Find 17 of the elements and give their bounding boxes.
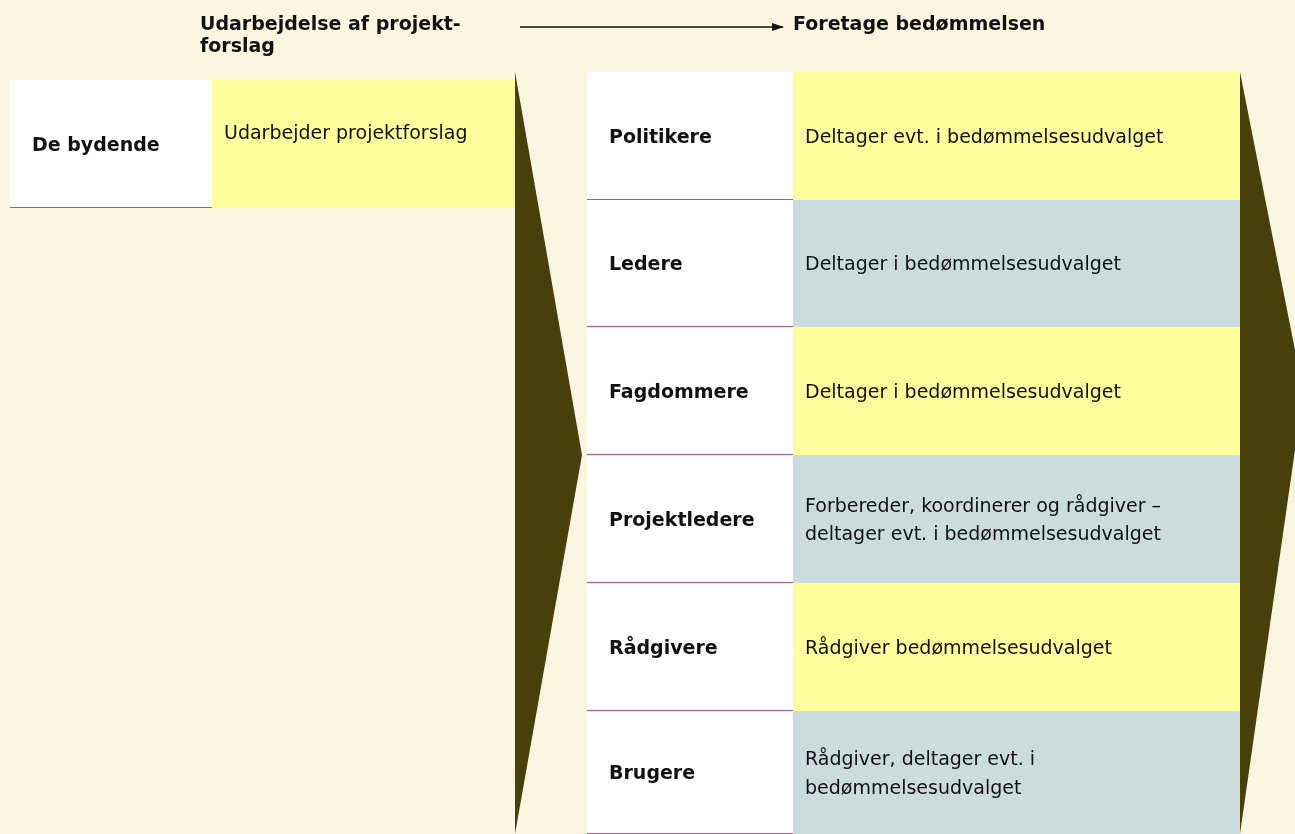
role-label-cell: Rådgivere (587, 583, 793, 711)
task-description-cell: Rådgiver, deltager evt. i bedømmelsesudvalget (793, 711, 1240, 834)
arrow (519, 23, 784, 31)
role-label-cell: De bydende (10, 80, 212, 208)
role-label-cell: Ledere (587, 200, 793, 327)
role-label-cell: Politikere (587, 72, 793, 200)
task-description-cell: Deltager i bedømmelsesudvalget (793, 327, 1240, 455)
task-description-cell: Udarbejder projektforslag (212, 80, 515, 208)
role-label-cell: Projektledere (587, 455, 793, 583)
column-heading: Udarbejdelse af projekt-forslag (200, 12, 515, 72)
task-description-cell: Deltager i bedømmelsesudvalget (793, 200, 1240, 327)
task-description-cell: Deltager evt. i bedømmelsesudvalget (793, 72, 1240, 200)
column-heading: Foretage bedømmelsen (793, 12, 1193, 52)
task-description-cell: Rådgiver bedømmelsesudvalget (793, 583, 1240, 711)
task-description-cell: Forbereder, koordinerer og rådgiver – deltager evt. i bedømmelsesudvalget (793, 455, 1240, 583)
role-label-cell: Brugere (587, 711, 793, 834)
role-label-cell: Fagdommere (587, 327, 793, 455)
